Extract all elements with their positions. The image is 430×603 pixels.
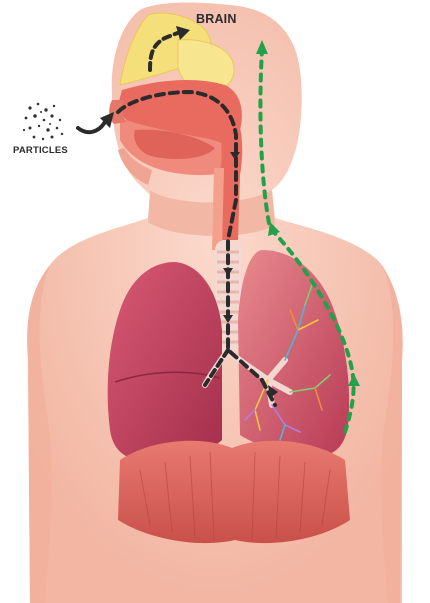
particles-cluster xyxy=(23,103,63,141)
diaphragm xyxy=(118,441,350,543)
brain-label: BRAIN xyxy=(196,12,237,26)
intake-arrow xyxy=(78,120,106,132)
esophagus xyxy=(212,168,224,250)
particles-label: PARTICLES xyxy=(13,145,68,156)
